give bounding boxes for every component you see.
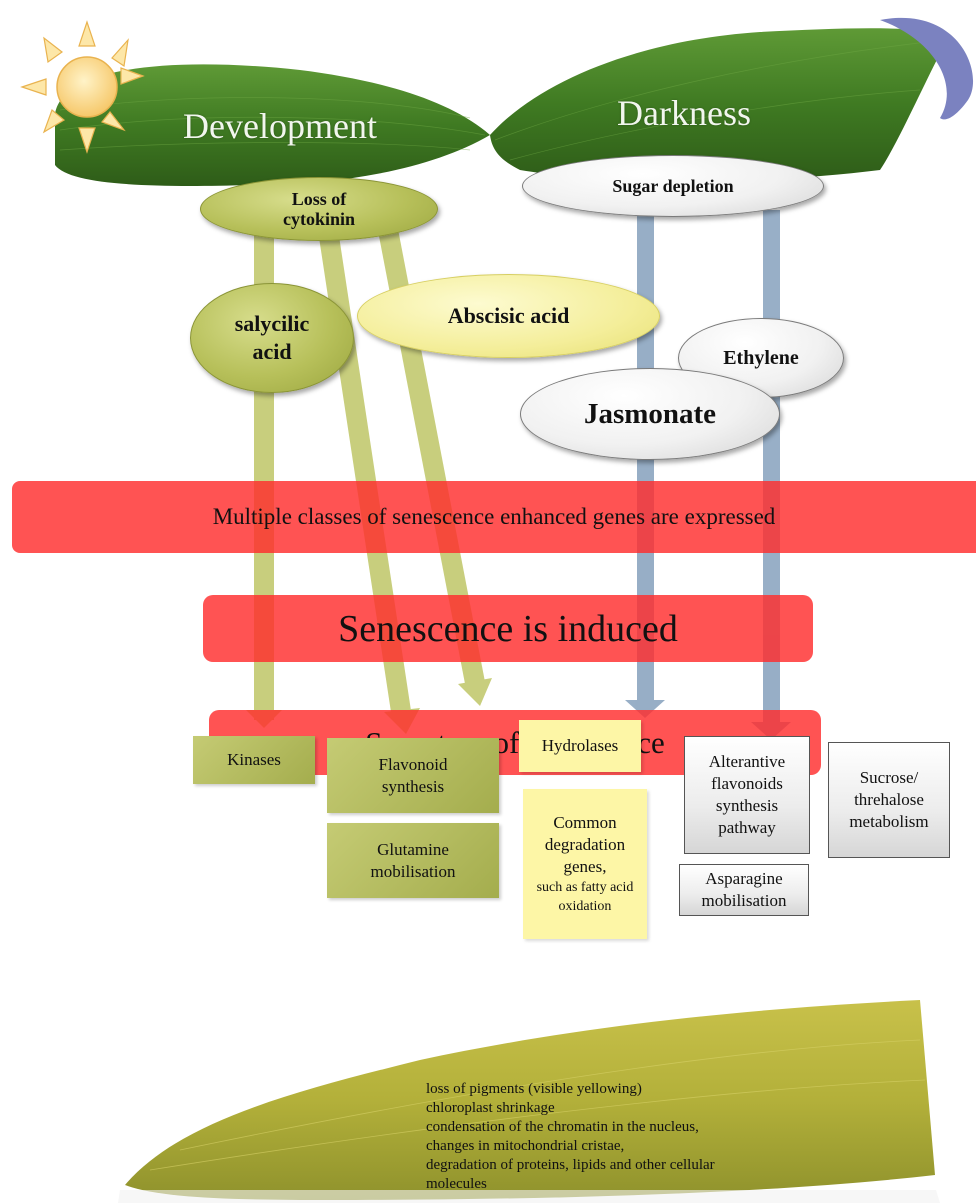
hydrolases-label: Hydrolases: [541, 736, 619, 755]
development-leaf: [55, 64, 490, 186]
asparagine-mobilisation-box: Asparagine mobilisation: [679, 864, 809, 916]
asparagine-mobilisation-label: Asparagine mobilisation: [701, 869, 787, 910]
development-label: Development: [183, 106, 377, 146]
glutamine-mobilisation-box: Glutamine mobilisation: [327, 823, 499, 898]
sucrose-metabolism-label: Sucrose/ threhalose metabolism: [849, 768, 929, 831]
darkness-label: Darkness: [617, 93, 751, 133]
symptom-item: molecules: [426, 1176, 487, 1192]
moon-icon: [880, 17, 974, 120]
senescence-induced-label: Senescence is induced: [338, 607, 678, 650]
abscisic-acid-node: Abscisic acid: [357, 274, 660, 358]
sucrose-metabolism-box: Sucrose/ threhalose metabolism: [828, 742, 950, 858]
symptom-item: condensation of the chromatin in the nuc…: [426, 1119, 699, 1135]
symptom-item: changes in mitochondrial cristae,: [426, 1138, 625, 1154]
common-degradation-detail: such as fatty acid oxidation: [536, 880, 634, 914]
common-degradation-box: Common degradation genes, such as fatty …: [523, 789, 647, 939]
senescence-induced-band: Senescence is induced: [203, 595, 813, 662]
senescent-leaf: [125, 1000, 935, 1200]
kinases-label: Kinases: [227, 750, 281, 769]
hydrolases-box: Hydrolases: [519, 720, 641, 772]
abscisic-acid-label: Abscisic acid: [447, 303, 570, 328]
salicylic-acid-label: salycilic acid: [234, 311, 310, 364]
symptom-item: chloroplast shrinkage: [426, 1100, 555, 1116]
salicylic-acid-node: salycilic acid: [190, 283, 354, 393]
ethylene-label: Ethylene: [723, 346, 799, 369]
symptoms-list: loss of pigments (visible yellowing) chl…: [426, 1080, 715, 1194]
sun-icon: [20, 20, 145, 154]
symptom-item: loss of pigments (visible yellowing): [426, 1081, 642, 1097]
symptom-item: degradation of proteins, lipids and othe…: [426, 1157, 715, 1173]
darkness-leaf: [490, 28, 950, 182]
alternative-flavonoids-box: Alterantive flavonoids synthesis pathway: [684, 736, 810, 854]
sugar-depletion-label: Sugar depletion: [612, 175, 734, 196]
glutamine-mobilisation-label: Glutamine mobilisation: [370, 839, 456, 881]
flavonoid-synthesis-label: Flavonoid synthesis: [378, 754, 448, 796]
jasmonate-node: Jasmonate: [520, 368, 780, 460]
flavonoid-synthesis-box: Flavonoid synthesis: [327, 738, 499, 813]
jasmonate-label: Jasmonate: [583, 397, 717, 430]
genes-expressed-band: Multiple classes of senescence enhanced …: [12, 481, 976, 553]
genes-expressed-label: Multiple classes of senescence enhanced …: [212, 504, 776, 529]
alternative-flavonoids-label: Alterantive flavonoids synthesis pathway: [708, 752, 786, 837]
kinases-box: Kinases: [193, 736, 315, 784]
sugar-depletion-node: Sugar depletion: [522, 155, 824, 217]
loss-of-cytokinin-node: Loss of cytokinin: [200, 177, 438, 241]
common-degradation-label: Common degradation genes,: [544, 813, 626, 876]
loss-of-cytokinin-label: Loss of cytokinin: [282, 189, 356, 229]
